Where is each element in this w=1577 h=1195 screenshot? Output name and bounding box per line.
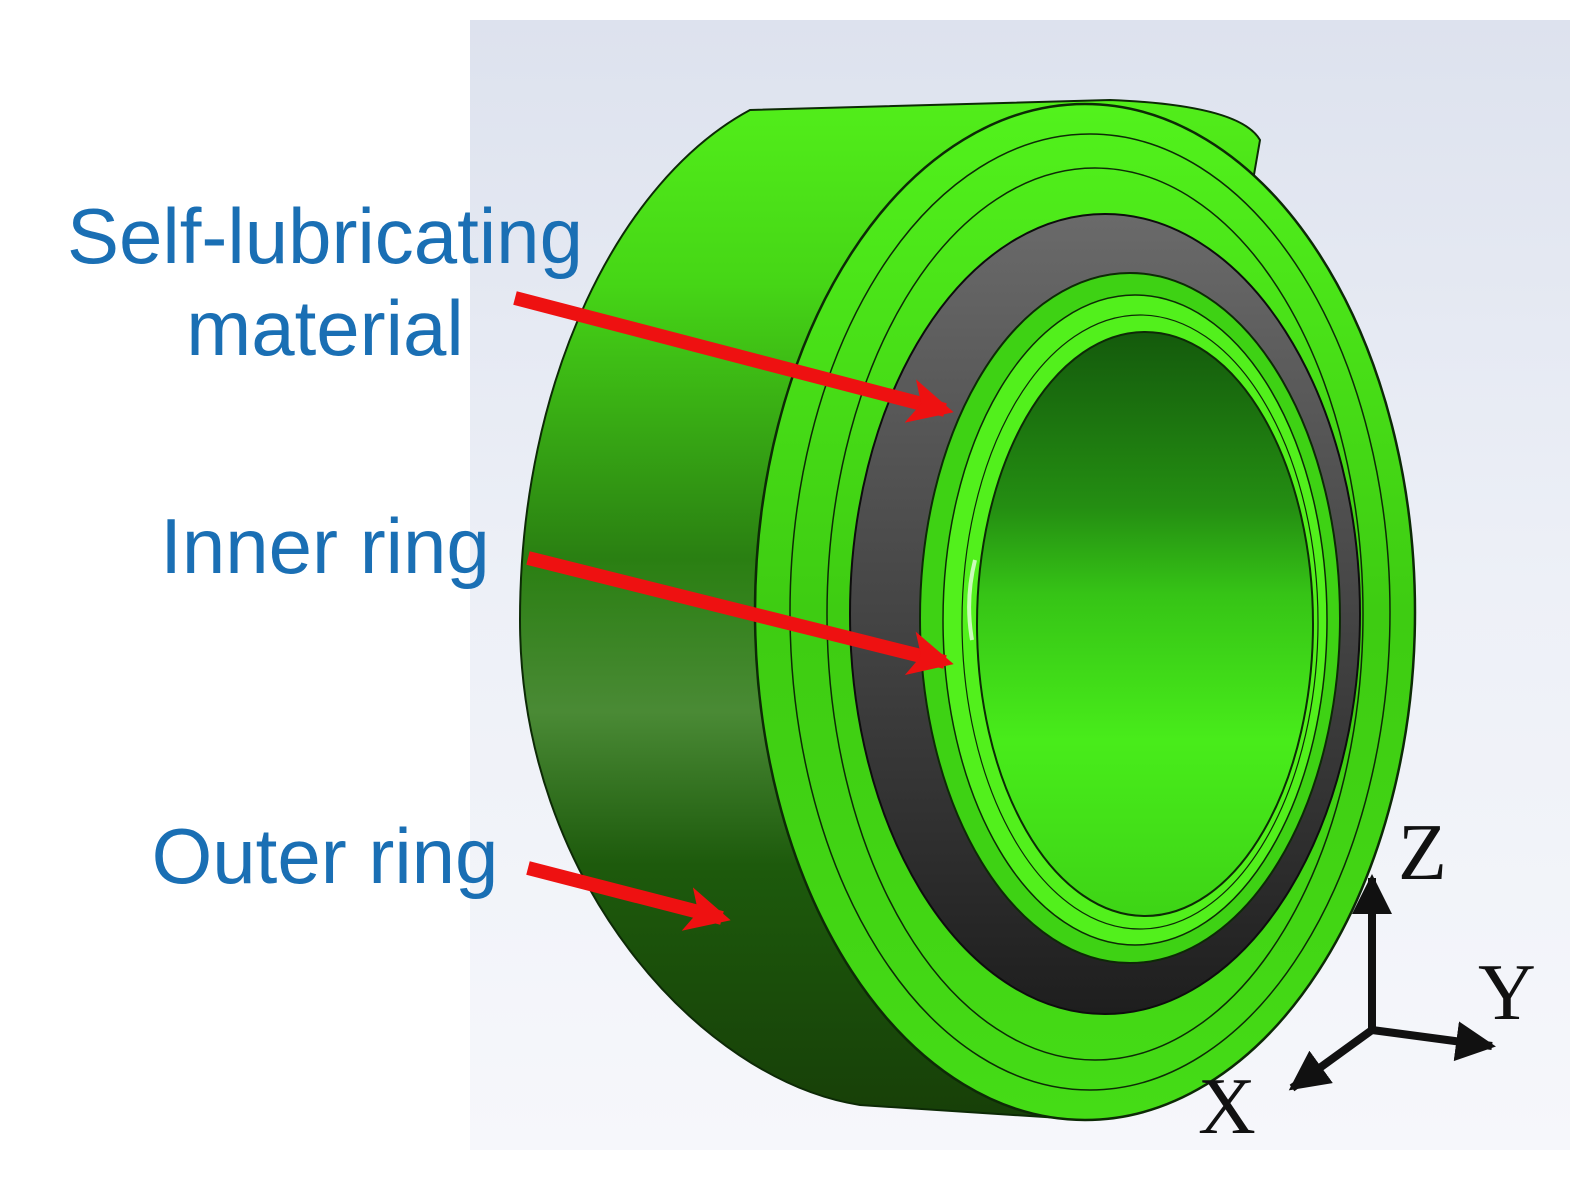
arrow-inner-ring — [526, 551, 954, 676]
arrow-outer-ring — [526, 861, 731, 931]
label-self-lubricating-line1: Self-lubricating — [67, 192, 583, 280]
bore-highlight — [967, 559, 977, 641]
outer-ring-chamfer — [789, 133, 1391, 1091]
axis-z-label: Z — [1398, 809, 1447, 897]
outer-ring-chamfer-inner — [826, 167, 1364, 1061]
label-self-lubricating-material: Self-lubricating material — [20, 190, 630, 374]
arrow-self-lubricating — [513, 291, 954, 423]
label-outer-ring: Outer ring — [151, 812, 499, 900]
axis-x-line — [1288, 1026, 1375, 1092]
label-self-lubricating-line2: material — [186, 284, 464, 373]
inner-ring-bore — [976, 331, 1314, 917]
axis-y-line — [1371, 1021, 1496, 1062]
axis-x-label: X — [1198, 1063, 1256, 1151]
inner-ring-chamfer — [961, 314, 1319, 930]
axis-y-label: Y — [1478, 949, 1536, 1037]
label-inner-ring: Inner ring — [160, 502, 490, 590]
